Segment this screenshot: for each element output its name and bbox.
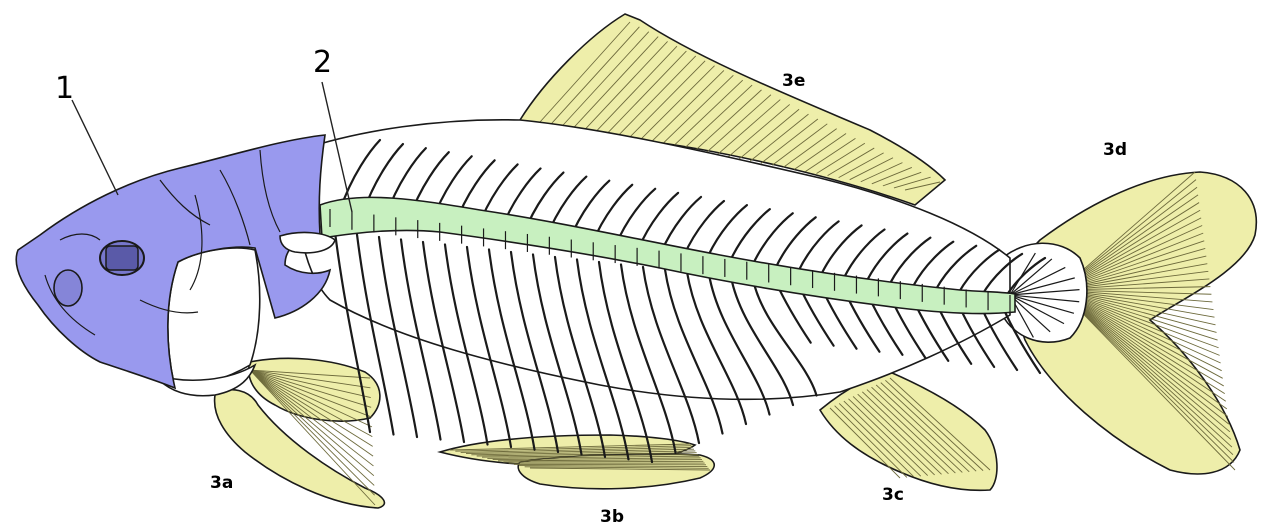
label-caudal-fin: 3d xyxy=(1103,140,1127,160)
skull-leader-line xyxy=(72,100,118,195)
label-pelvic-fin: 3b xyxy=(600,507,624,527)
label-spine: 2 xyxy=(313,45,332,80)
label-skull: 1 xyxy=(55,71,74,106)
jaw-joint xyxy=(54,270,82,306)
label-pectoral-fin: 3a xyxy=(210,473,233,493)
label-anal-fin: 3c xyxy=(882,485,904,505)
eye-socket xyxy=(106,246,138,270)
label-dorsal-fin: 3e xyxy=(782,71,805,91)
